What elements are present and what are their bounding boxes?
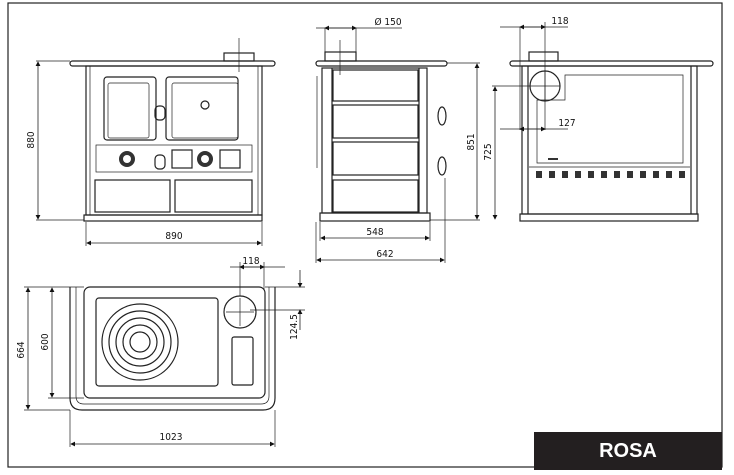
product-title-box: ROSA — [534, 432, 722, 470]
side-view — [315, 25, 480, 263]
top-flue-offset-label: 118 — [242, 256, 259, 267]
side-body-depth-label: 548 — [366, 227, 383, 238]
back-view — [492, 22, 714, 222]
side-total-depth-label: 642 — [376, 249, 393, 260]
top-total-depth-label: 664 — [16, 341, 27, 358]
back-flue-height-label: 725 — [483, 143, 494, 160]
top-flue-depth-offset-label: 124.5 — [289, 314, 300, 340]
drawing-frame — [7, 2, 723, 468]
top-plate-depth-label: 600 — [40, 333, 51, 350]
top-width-label: 1023 — [160, 432, 183, 443]
front-view — [35, 38, 276, 246]
front-width-label: 890 — [165, 231, 182, 242]
product-name: ROSA — [599, 440, 657, 462]
top-view — [24, 262, 305, 447]
side-height-label: 851 — [466, 133, 477, 150]
back-flue-offset-label: 118 — [551, 16, 568, 27]
back-flue-height-offset-label: 127 — [558, 118, 575, 129]
front-height-label: 880 — [26, 131, 37, 148]
flue-diameter-label: Ø 150 — [374, 16, 401, 28]
